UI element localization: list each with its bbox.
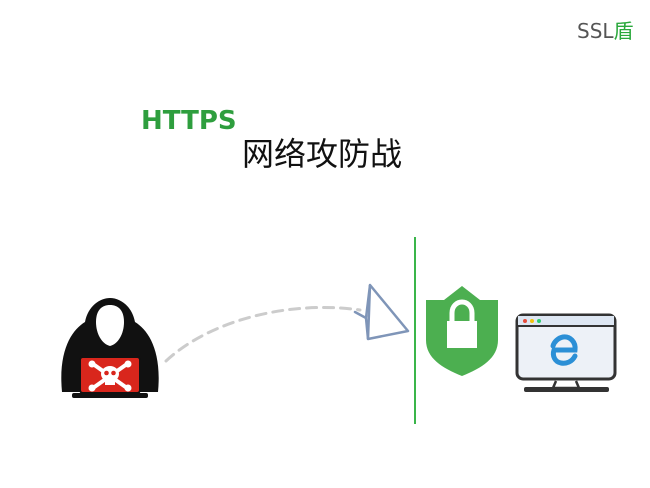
edge-logo-icon [550, 334, 578, 366]
brand-accent: 盾 [613, 19, 634, 43]
title-english: HTTPS [141, 106, 237, 136]
monitor-browser-icon [515, 313, 617, 392]
hooded-hacker-icon [61, 298, 159, 398]
skull-crossbones-icon [88, 360, 132, 392]
dashed-arc-connector [164, 306, 362, 363]
title-chinese: 网络攻防战 [242, 135, 403, 173]
brand-logo: SSL盾 [577, 18, 634, 44]
shield-lock-icon [426, 286, 498, 376]
brand-prefix: SSL [577, 19, 614, 43]
paper-plane-icon [353, 283, 410, 341]
